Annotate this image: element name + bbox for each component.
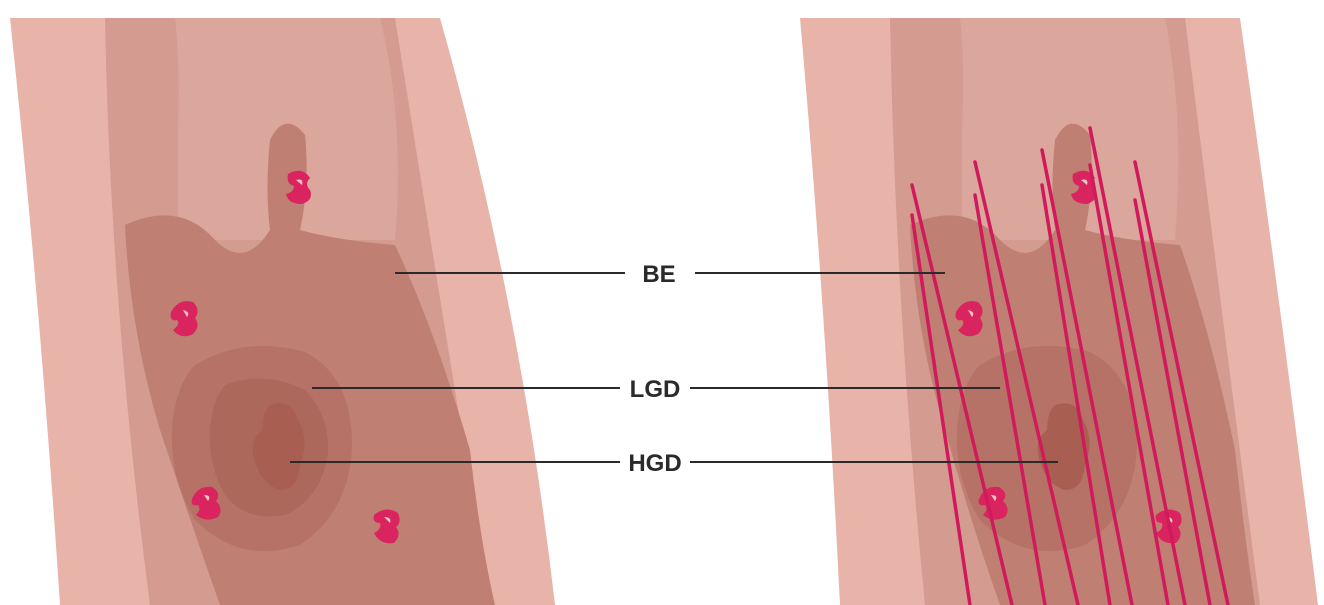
label-hgd: HGD xyxy=(628,450,681,477)
label-lgd: LGD xyxy=(630,376,681,403)
label-be: BE xyxy=(642,261,675,288)
left-esophagus-panel xyxy=(10,18,555,605)
right-esophagus-panel xyxy=(800,18,1318,605)
